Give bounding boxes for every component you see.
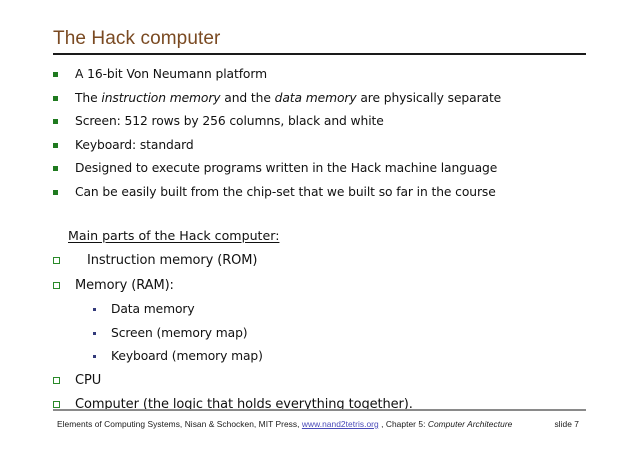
list-item-label: The instruction memory and the data memo… bbox=[75, 90, 502, 105]
section-heading: Main parts of the Hack computer: bbox=[68, 228, 280, 243]
hollow-square-bullet-icon bbox=[53, 277, 75, 289]
list-item: CPU bbox=[53, 372, 613, 390]
title-divider bbox=[53, 53, 586, 55]
slide-footer: Elements of Computing Systems, Nisan & S… bbox=[57, 419, 587, 429]
list-item: Data memory bbox=[93, 301, 613, 318]
list-item: Designed to execute programs written in … bbox=[53, 160, 613, 177]
list-item: Can be easily built from the chip-set th… bbox=[53, 184, 613, 201]
list-item: Instruction memory (ROM) bbox=[53, 252, 613, 270]
list-item: Screen (memory map) bbox=[93, 325, 613, 342]
list-item-label: Designed to execute programs written in … bbox=[75, 161, 498, 175]
dot-bullet-icon bbox=[93, 348, 111, 358]
footer-divider bbox=[53, 409, 586, 411]
square-bullet-icon bbox=[53, 160, 75, 171]
list-item: Keyboard (memory map) bbox=[93, 348, 613, 365]
square-bullet-icon bbox=[53, 137, 75, 148]
list-item: Keyboard: standard bbox=[53, 137, 613, 154]
list-item-label: Data memory bbox=[111, 302, 195, 316]
emphasis-instruction-memory: instruction memory bbox=[101, 90, 221, 105]
list-item-label: Can be easily built from the chip-set th… bbox=[75, 184, 496, 199]
dot-bullet-icon bbox=[93, 325, 111, 335]
emphasis-data-memory: data memory bbox=[274, 90, 357, 105]
list-item: Screen: 512 rows by 256 columns, black a… bbox=[53, 113, 613, 130]
footer-citation: Elements of Computing Systems, Nisan & S… bbox=[57, 419, 513, 429]
list-item-label: Keyboard (memory map) bbox=[111, 349, 263, 363]
spacer bbox=[53, 207, 613, 227]
slide-number: slide 7 bbox=[554, 419, 579, 429]
square-bullet-icon bbox=[53, 90, 75, 101]
page-title: The Hack computer bbox=[53, 28, 221, 49]
list-item: Computer (the logic that holds everythin… bbox=[53, 396, 613, 414]
footer-chapter-title: Computer Architecture bbox=[427, 419, 513, 429]
square-bullet-icon bbox=[53, 184, 75, 195]
square-bullet-icon bbox=[53, 113, 75, 124]
slide-body: A 16-bit Von Neumann platform The instru… bbox=[53, 66, 613, 421]
list-item: Memory (RAM): bbox=[53, 277, 613, 295]
list-item-label: Keyboard: standard bbox=[75, 137, 194, 152]
list-item-label: Computer (the logic that holds everythin… bbox=[75, 397, 413, 412]
square-bullet-icon bbox=[53, 66, 75, 77]
list-item-label: Instruction memory (ROM) bbox=[87, 253, 258, 268]
list-item-label: Screen: 512 rows by 256 columns, black a… bbox=[75, 114, 384, 128]
hollow-square-bullet-icon bbox=[53, 252, 75, 264]
list-item-label: Screen (memory map) bbox=[111, 325, 248, 340]
hollow-square-bullet-icon bbox=[53, 396, 75, 408]
list-item-label: CPU bbox=[75, 372, 102, 388]
list-item: The instruction memory and the data memo… bbox=[53, 90, 613, 107]
slide-header: The Hack computer bbox=[53, 28, 586, 55]
list-item: A 16-bit Von Neumann platform bbox=[53, 66, 613, 83]
list-item-label: Memory (RAM): bbox=[75, 277, 174, 293]
dot-bullet-icon bbox=[93, 301, 111, 311]
hollow-square-bullet-icon bbox=[53, 372, 75, 384]
section-heading-wrap: Main parts of the Hack computer: bbox=[53, 227, 613, 252]
nand2tetris-link[interactable]: www.nand2tetris.org bbox=[301, 419, 379, 429]
list-item-label: A 16-bit Von Neumann platform bbox=[75, 67, 267, 81]
